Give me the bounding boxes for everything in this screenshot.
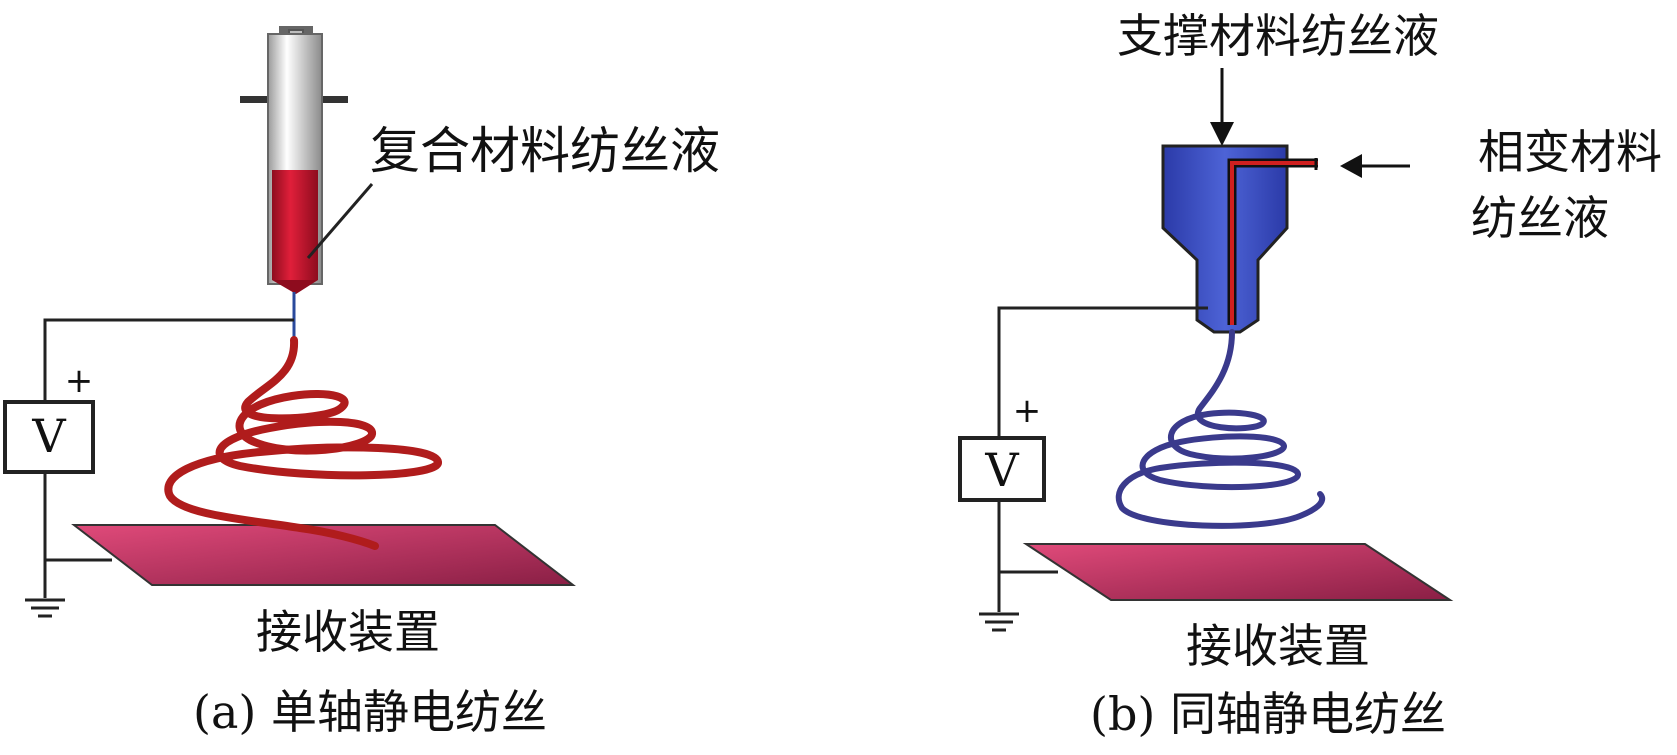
fiber-spiral bbox=[164, 336, 442, 550]
collector-label: 接收装置 bbox=[256, 605, 440, 659]
voltage-source bbox=[3, 400, 95, 474]
voltage-symbol: V bbox=[31, 409, 66, 463]
plus-sign: + bbox=[65, 361, 94, 401]
fiber-spiral bbox=[1115, 329, 1326, 529]
syringe bbox=[240, 26, 348, 340]
panel-caption: (a) 单轴静电纺丝 bbox=[193, 685, 547, 739]
phase-change-label-1: 相变材料 bbox=[1478, 125, 1662, 179]
panel-a: 复合材料纺丝液 V + 接收装置 (a) 单轴静电纺丝 bbox=[3, 26, 720, 739]
voltage-symbol: V bbox=[984, 443, 1019, 497]
support-solution-label: 支撑材料纺丝液 bbox=[1117, 9, 1439, 63]
ground-icon bbox=[25, 598, 65, 618]
collector-plate bbox=[1022, 543, 1454, 601]
phase-change-label-2: 纺丝液 bbox=[1471, 191, 1609, 245]
solution-label: 复合材料纺丝液 bbox=[370, 122, 720, 180]
panel-caption: (b) 同轴静电纺丝 bbox=[1090, 687, 1446, 741]
composite-solution bbox=[272, 170, 318, 280]
voltage-source bbox=[958, 436, 1046, 502]
plus-sign: + bbox=[1013, 391, 1042, 431]
coaxial-spinneret bbox=[1161, 144, 1318, 334]
collector-plate bbox=[71, 524, 576, 586]
collector-label: 接收装置 bbox=[1186, 619, 1370, 673]
panel-b: 支撑材料纺丝液 相变材料 纺丝液 V + 接收装置 (b) 同 bbox=[958, 9, 1662, 741]
ground-icon bbox=[979, 612, 1019, 632]
